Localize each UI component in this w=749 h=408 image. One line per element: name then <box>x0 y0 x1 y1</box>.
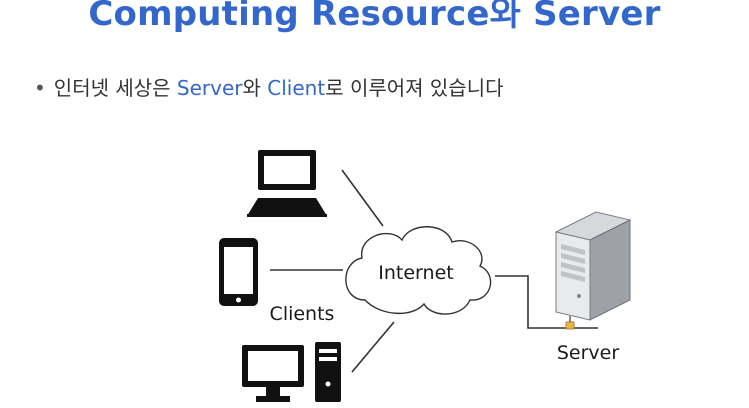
desktop-computer-icon <box>242 342 341 402</box>
bullet-highlight-client: Client <box>267 76 326 100</box>
connection-lines <box>270 169 560 373</box>
line-desktop-to-internet <box>351 321 395 373</box>
laptop-icon <box>247 150 327 217</box>
clients-label: Clients <box>270 303 335 325</box>
bullet-highlight-server: Server <box>176 76 243 100</box>
bullet-text-1: 인터넷 세상은 <box>53 76 177 100</box>
bullet-text-2: 와 <box>242 76 268 100</box>
bullet-text-3: 로 이루어져 있습니다 <box>325 76 504 100</box>
server-label: Server <box>557 342 619 364</box>
bullet-point: • 인터넷 세상은 Server와 Client로 이루어져 있습니다 <box>34 72 504 101</box>
server-tower-icon <box>554 211 632 330</box>
line-internet-to-server <box>495 275 560 329</box>
smartphone-icon <box>219 238 258 306</box>
line-laptop-to-internet <box>341 169 384 227</box>
bullet-marker: • <box>34 76 46 100</box>
slide-title: Computing Resource와 Server <box>88 0 661 34</box>
cloud-label: Internet <box>378 262 453 284</box>
cloud-icon <box>345 226 492 315</box>
